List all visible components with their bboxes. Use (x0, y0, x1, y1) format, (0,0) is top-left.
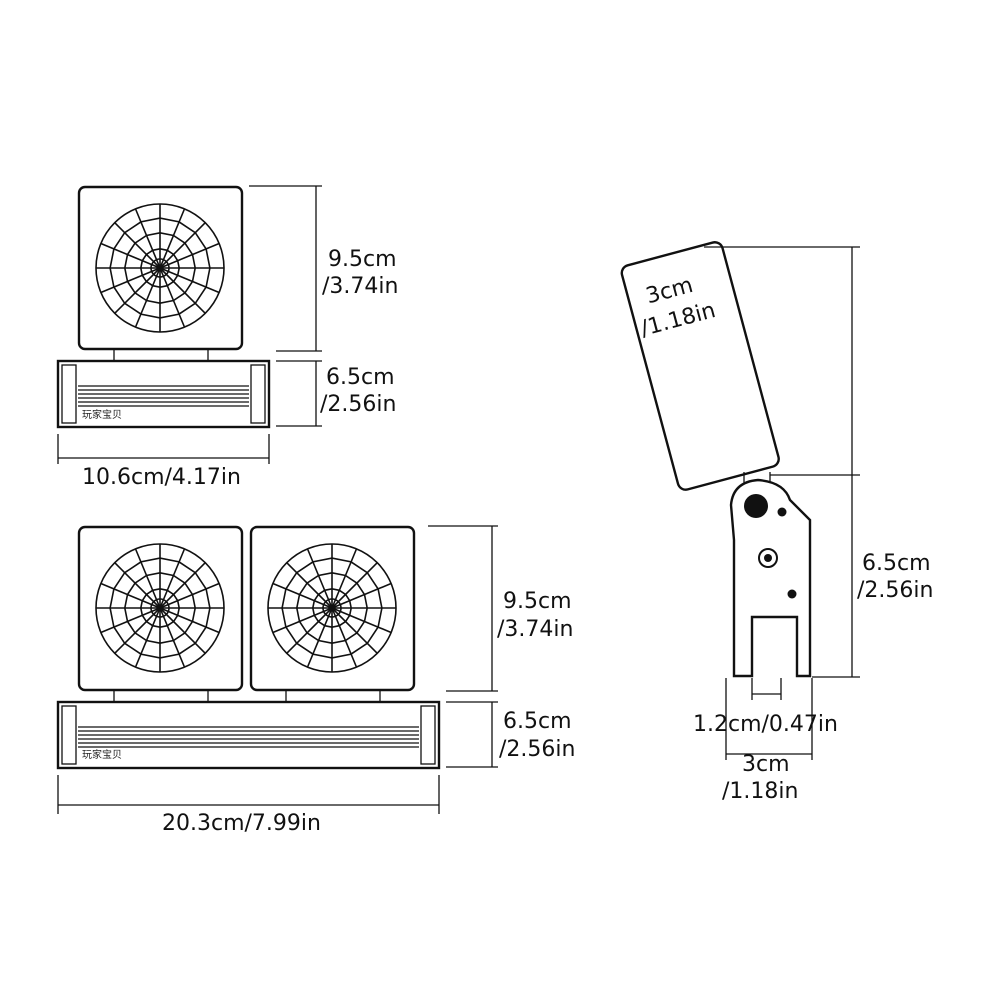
brand-label: 玩家宝贝 (82, 408, 122, 421)
fan-height-inch-label: /3.74in (497, 617, 573, 642)
base-end-left (61, 705, 77, 765)
slot-width-label: 1.2cm/0.47in (693, 712, 838, 737)
width-label: 10.6cm/4.17in (82, 465, 241, 490)
fan-neck-right (285, 689, 381, 703)
base-end-left (61, 364, 77, 424)
clip-height-label: 6.5cm (862, 551, 931, 576)
tilted-fan-body (620, 241, 780, 491)
screw-small-top (777, 507, 787, 517)
base-height-inch-label: /2.56in (320, 392, 396, 417)
fan-height-inch-label: /3.74in (322, 274, 398, 299)
base-height-label: 6.5cm (326, 365, 395, 390)
fan-grille (95, 203, 225, 333)
fan-neck-left (113, 689, 209, 703)
screw-small-bottom (787, 589, 797, 599)
fan-height-label: 9.5cm (503, 589, 572, 614)
fan-neck (113, 348, 209, 362)
fan-grille-left (95, 543, 225, 673)
double-fan-unit: 玩家宝贝 9.5cm /3.74in 6.5cm /2.56in 20.3cm/… (56, 525, 575, 836)
width-label: 20.3cm/7.99in (162, 811, 321, 836)
fan-height-label: 9.5cm (328, 247, 397, 272)
screw-center-dot (764, 554, 772, 562)
base-vent-lines (78, 726, 419, 748)
base-height-label: 6.5cm (503, 709, 572, 734)
pivot-knob (744, 494, 768, 518)
single-fan-unit: 玩家宝贝 9.5cm /3.74in 6.5cm /2.56in 10.6cm/… (56, 185, 398, 490)
brand-label: 玩家宝贝 (82, 748, 122, 761)
base-height-inch-label: /2.56in (499, 737, 575, 762)
clip-width-inch-label: /1.18in (722, 779, 798, 804)
clip-width-label: 3cm (742, 752, 790, 777)
base-end-right (250, 364, 266, 424)
base-vent-lines (78, 385, 249, 407)
side-view: 3cm /1.18in 6.5cm /2.56in 1.2cm/0.47in 3… (620, 241, 933, 804)
base-end-right (420, 705, 436, 765)
fan-grille-right (267, 543, 397, 673)
clip-body (729, 478, 812, 678)
clip-height-inch-label: /2.56in (857, 578, 933, 603)
